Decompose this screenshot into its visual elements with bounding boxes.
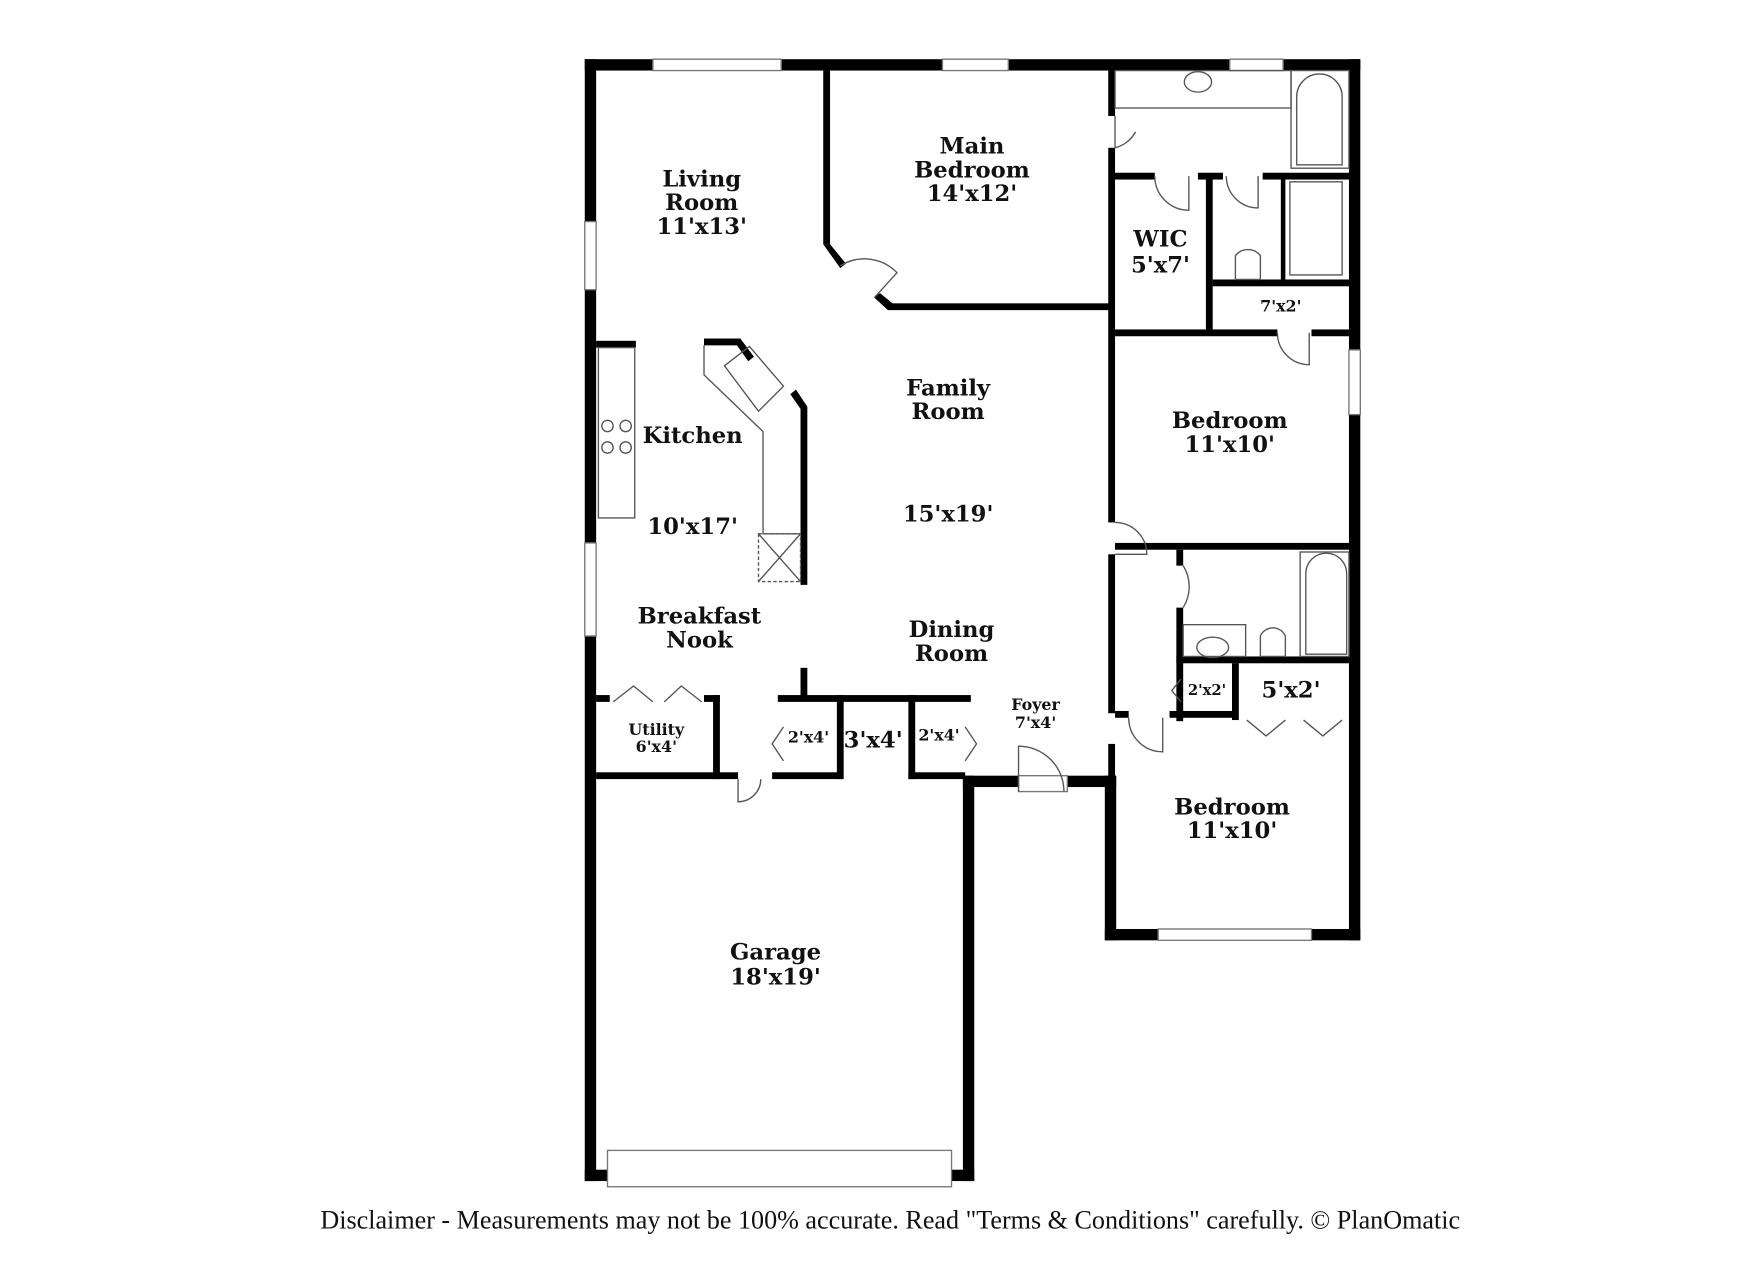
living-room-label: Living [662, 166, 741, 192]
foyer-size: 7'x4' [1015, 713, 1056, 732]
kitchen-label: Kitchen [643, 423, 743, 449]
dining-room-label: Dining [909, 617, 995, 643]
kitchen-size: 10'x17' [647, 514, 738, 540]
living-room-label-2: Room [665, 190, 738, 216]
main-bedroom-label-2: Bedroom [914, 157, 1030, 183]
family-room-label-2: Room [912, 399, 985, 425]
wic-size: 5'x7' [1131, 253, 1190, 279]
foyer-label: Foyer [1011, 695, 1060, 714]
disclaimer: Disclaimer - Measurements may not be 100… [320, 1206, 1460, 1235]
closet-2x2-size: 2'x2' [1188, 682, 1226, 699]
utility-label: Utility [628, 720, 685, 739]
closet-a-size: 2'x4' [788, 728, 829, 747]
garage-label: Garage [730, 940, 821, 966]
family-room-label: Family [906, 375, 991, 401]
bedroom-3-size: 11'x10' [1187, 818, 1278, 844]
main-bedroom-size: 14'x12' [927, 181, 1018, 207]
windows [584, 58, 1361, 1188]
closet-b-size: 3'x4' [844, 727, 903, 753]
front-door [1017, 775, 1069, 793]
main-bedroom-label: Main [940, 133, 1005, 159]
room-labels: Living Room 11'x13' Main Bedroom 14'x12'… [628, 133, 1320, 990]
bedroom-2-size: 11'x10' [1184, 432, 1275, 458]
bedroom-2-label: Bedroom [1172, 408, 1288, 434]
garage-size: 18'x19' [730, 965, 821, 991]
dining-room-label-2: Room [915, 641, 988, 667]
fixtures [597, 69, 1350, 803]
bedroom-3-label: Bedroom [1174, 794, 1290, 820]
garage-door [606, 1149, 953, 1188]
closet-7x2-size: 7'x2' [1260, 296, 1301, 315]
living-room-size: 11'x13' [656, 214, 747, 240]
closet-5x2-size: 5'x2' [1262, 677, 1321, 703]
breakfast-nook-label: Breakfast [638, 604, 762, 630]
wic-label: WIC [1132, 227, 1187, 253]
breakfast-nook-label-2: Nook [666, 627, 734, 653]
utility-size: 6'x4' [636, 737, 677, 756]
closet-c-size: 2'x4' [918, 725, 959, 744]
family-room-size: 15'x19' [903, 501, 994, 527]
